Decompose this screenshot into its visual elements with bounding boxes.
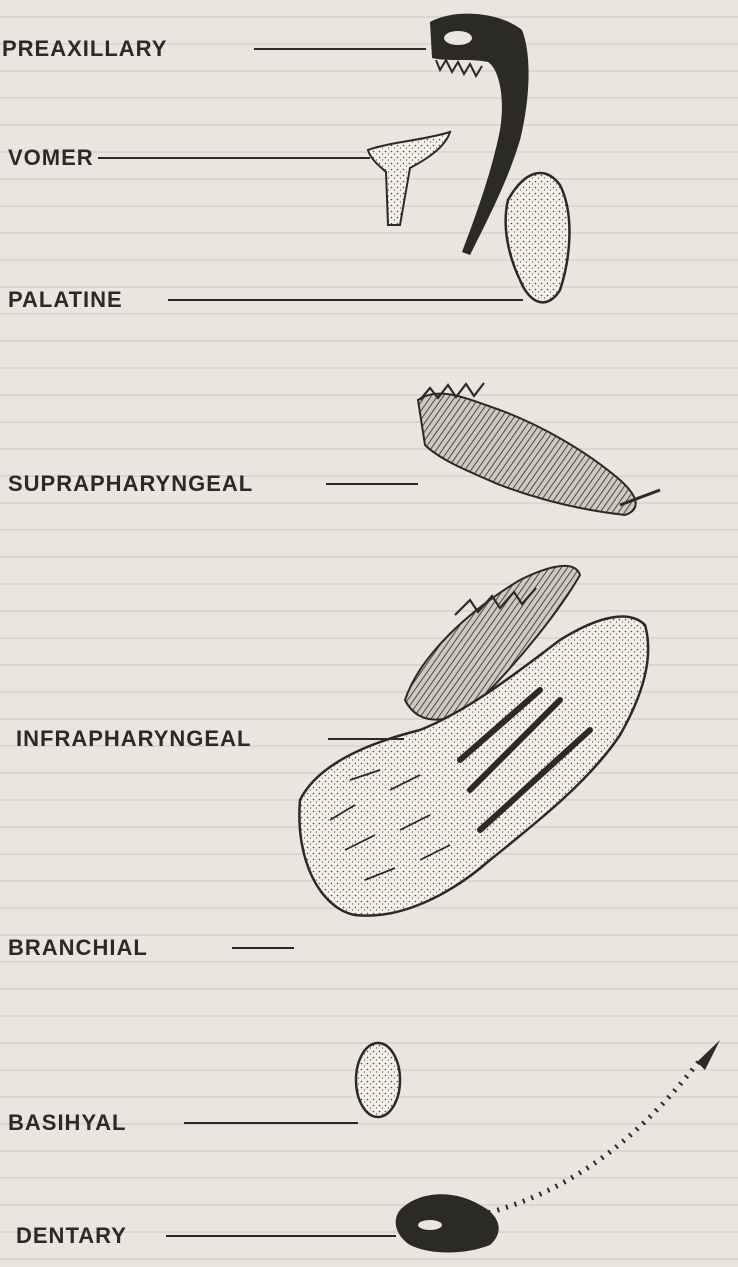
suprapharyngeal-bone xyxy=(418,383,660,515)
leader-basihyal xyxy=(184,1122,358,1124)
leader-suprapharyngeal xyxy=(326,483,418,485)
label-vomer: VOMER xyxy=(8,145,94,171)
leader-vomer xyxy=(98,157,370,159)
leader-palatine xyxy=(168,299,523,301)
label-branchial: BRANCHIAL xyxy=(8,935,148,961)
vomer-bone xyxy=(368,132,450,225)
label-basihyal: BASIHYAL xyxy=(8,1110,126,1136)
leader-preaxillary xyxy=(254,48,426,50)
label-infrapharyngeal: INFRAPHARYNGEAL xyxy=(16,726,251,752)
leader-infrapharyngeal xyxy=(328,738,404,740)
label-suprapharyngeal: SUPRAPHARYNGEAL xyxy=(8,471,253,497)
leader-dentary xyxy=(166,1235,396,1237)
basihyal-bone xyxy=(356,1043,400,1117)
dentary-bone xyxy=(396,1040,720,1253)
label-dentary: DENTARY xyxy=(16,1223,127,1249)
label-preaxillary: PREAXILLARY xyxy=(2,36,167,62)
leader-branchial xyxy=(232,947,294,949)
palatine-bone xyxy=(506,173,570,302)
label-palatine: PALATINE xyxy=(8,287,123,313)
